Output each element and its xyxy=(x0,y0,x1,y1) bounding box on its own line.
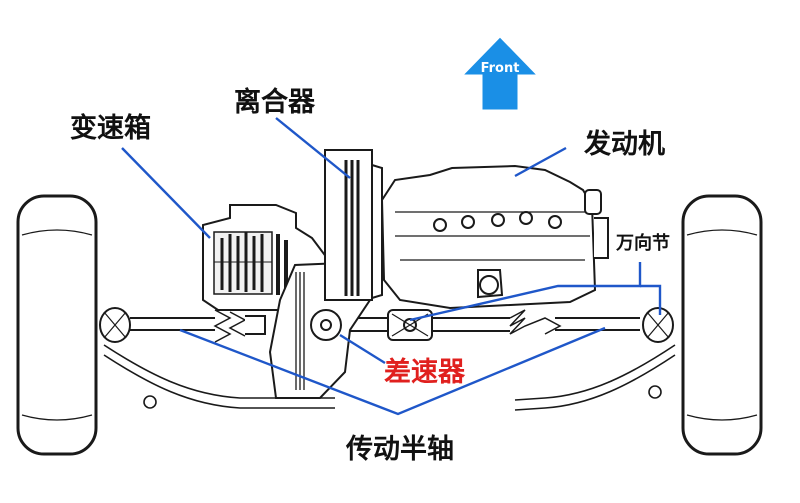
left-half-shaft xyxy=(99,307,266,343)
label-half-shaft: 传动半轴 xyxy=(346,434,454,465)
label-differential: 差速器 xyxy=(384,357,465,388)
label-universal-joint: 万向节 xyxy=(616,233,670,254)
suspension-arms xyxy=(103,344,676,411)
label-engine: 发动机 xyxy=(584,129,665,160)
front-arrow-icon xyxy=(461,36,539,111)
right-wheel xyxy=(681,194,763,456)
label-clutch: 离合器 xyxy=(234,87,315,118)
label-gearbox: 变速箱 xyxy=(70,113,151,144)
leader-lines xyxy=(121,117,662,416)
engine-drawing xyxy=(380,164,609,310)
right-half-shaft xyxy=(509,307,674,343)
center-shaft xyxy=(340,309,510,341)
clutch-housing-drawing xyxy=(268,149,383,399)
left-wheel xyxy=(16,194,98,456)
front-arrow-label: Front xyxy=(480,61,520,76)
